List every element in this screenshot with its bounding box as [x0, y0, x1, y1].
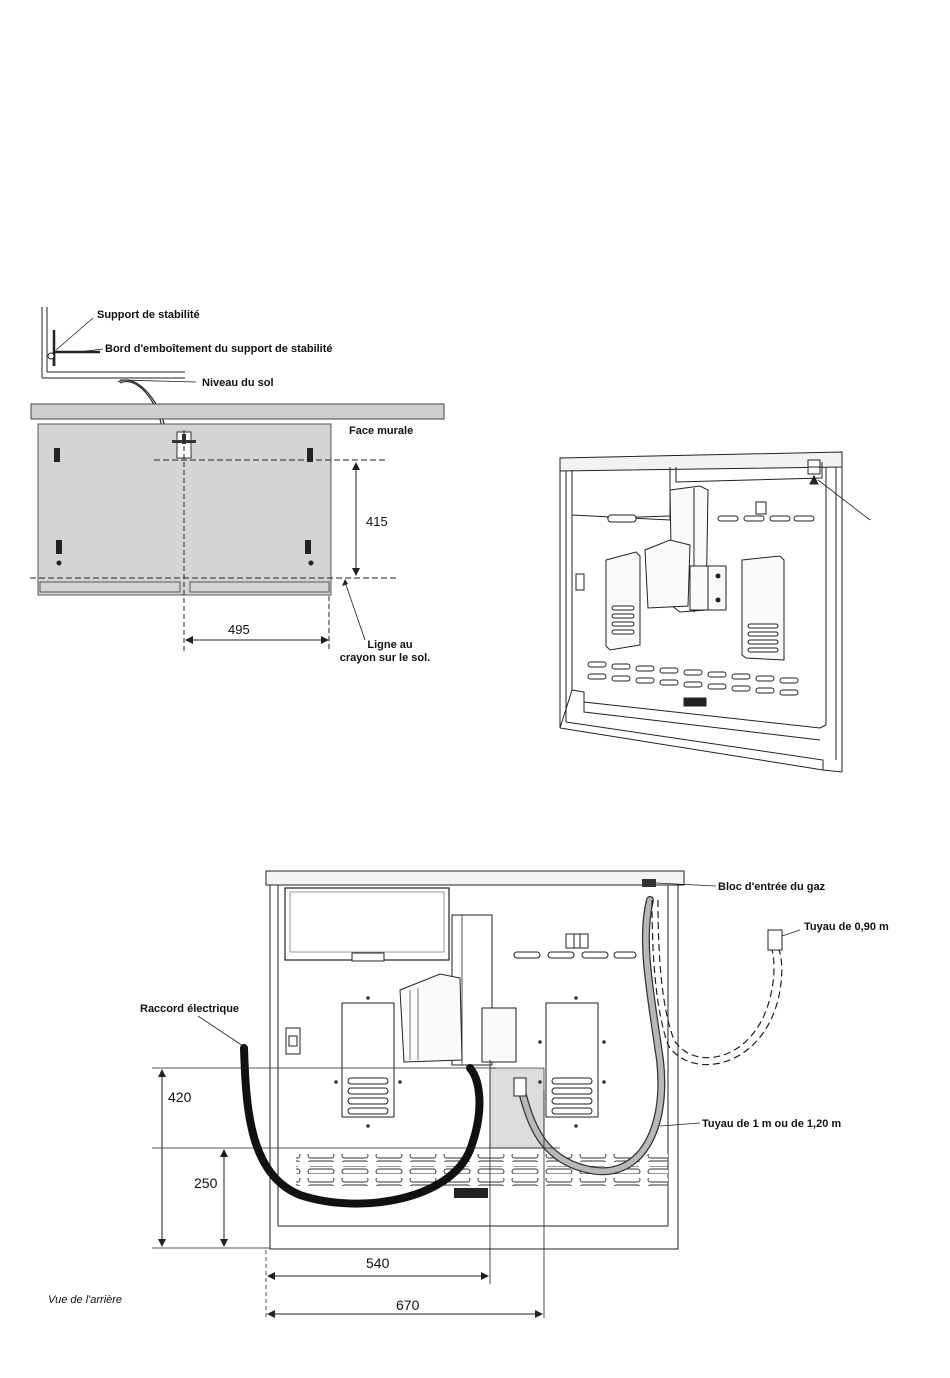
stability-bracket-diagram: Support de stabilité Bord d'emboîtement …	[30, 307, 444, 664]
label-floor-level: Niveau du sol	[202, 377, 274, 389]
label-gas-inlet: Bloc d'entrée du gaz	[718, 881, 826, 893]
label-stability-bracket: Support de stabilité	[97, 309, 200, 321]
label-pencil-line-1: Ligne au	[367, 639, 412, 651]
label-bracket-edge: Bord d'emboîtement du support de stabili…	[105, 343, 333, 355]
appliance-perspective-rear	[560, 452, 870, 772]
wall-slab	[31, 404, 444, 419]
dim-420: 420	[168, 1089, 192, 1105]
dim-415: 415	[366, 514, 388, 529]
label-electrical: Raccord électrique	[140, 1003, 239, 1015]
dim-495: 495	[228, 622, 250, 637]
label-hose-090: Tuyau de 0,90 m	[804, 921, 889, 933]
dim-670: 670	[396, 1297, 420, 1313]
label-pencil-line-2: crayon sur le sol.	[340, 652, 430, 664]
caption-rear-view: Vue de l'arrière	[48, 1294, 122, 1306]
rear-elevation-diagram: Bloc d'entrée du gaz Tuyau de 0,90 m Rac…	[48, 871, 889, 1318]
dim-540: 540	[366, 1255, 390, 1271]
dim-250: 250	[194, 1175, 218, 1191]
label-wall-face: Face murale	[349, 425, 413, 437]
label-hose-1m: Tuyau de 1 m ou de 1,20 m	[702, 1118, 841, 1130]
